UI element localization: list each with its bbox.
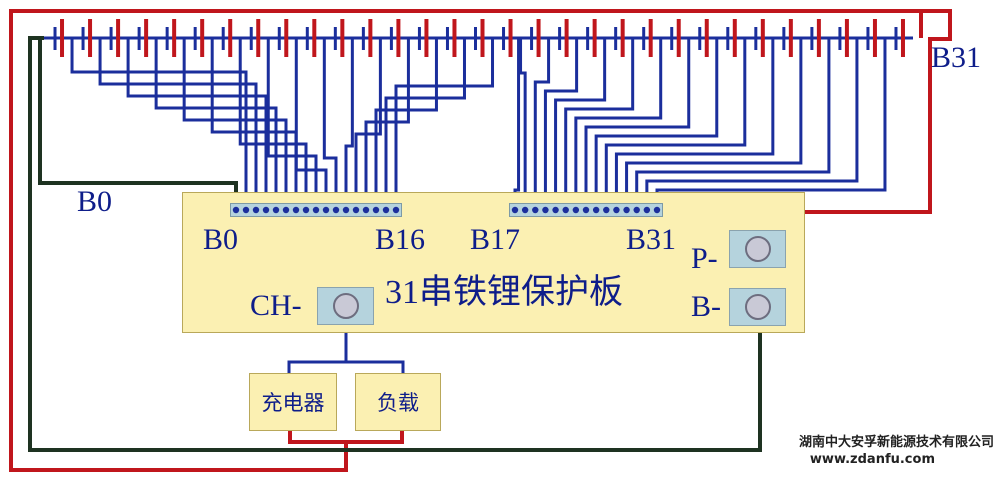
- battery-cells: [53, 19, 905, 57]
- b-minus-terminal-icon: [744, 294, 771, 320]
- connector-pin: [603, 206, 610, 214]
- connector-pin: [342, 206, 350, 214]
- connector-pin: [352, 206, 360, 214]
- tap-wire: [394, 38, 495, 210]
- tap-wire: [154, 38, 278, 210]
- connector-pin: [653, 206, 661, 214]
- tap-wire: [554, 38, 607, 210]
- connector-pin: [613, 206, 620, 214]
- tap-wire: [614, 38, 775, 210]
- connector-pin: [302, 206, 310, 214]
- connector-pin: [312, 206, 320, 214]
- connector-pin: [521, 206, 529, 214]
- connector-pin: [282, 206, 290, 214]
- tap-wire: [625, 38, 803, 210]
- label-connector-b0: B0: [203, 223, 239, 256]
- tap-wire: [294, 38, 328, 210]
- positive-return-wire: [9, 9, 930, 472]
- label-ch-minus: CH-: [250, 289, 302, 322]
- charger-box: 充电器: [249, 373, 337, 431]
- tap-wire: [604, 38, 747, 210]
- connector-pin: [572, 206, 580, 214]
- tap-wire: [126, 38, 268, 210]
- tap-wire: [374, 38, 438, 210]
- label-connector-b17: B17: [470, 223, 521, 256]
- tap-wire: [354, 38, 382, 210]
- label-b31-top: B31: [931, 41, 982, 74]
- tap-wire: [519, 38, 527, 210]
- connector-pin: [542, 206, 549, 214]
- connector-pin: [272, 206, 280, 214]
- connector-pin: [382, 206, 390, 214]
- tap-wire: [266, 38, 318, 210]
- tap-wire: [238, 38, 308, 210]
- connector-pin: [372, 206, 380, 214]
- connector-pin: [562, 206, 569, 214]
- connector-pin: [592, 206, 600, 214]
- tap-wire: [182, 38, 288, 210]
- red-wires: [9, 9, 952, 472]
- b0-black-wire: [28, 36, 762, 452]
- connector-pin: [511, 206, 519, 214]
- tap-wire: [344, 38, 354, 210]
- company-website: www.zdanfu.com: [809, 452, 935, 467]
- connector-pin: [633, 206, 640, 214]
- device-negative-wire: [287, 360, 405, 373]
- board-title: 31串铁锂保护板: [385, 274, 623, 311]
- connector-pin: [532, 206, 539, 214]
- label-b-minus: B-: [691, 290, 721, 323]
- tap-wire: [574, 38, 663, 210]
- b-minus-port: [729, 288, 786, 326]
- connector-pin: [392, 206, 400, 214]
- connector-pin: [623, 206, 630, 214]
- connector-pin: [252, 206, 260, 214]
- tap-wire: [564, 38, 635, 210]
- connector-pin: [552, 206, 559, 214]
- tap-wire: [384, 38, 466, 210]
- connector-pin: [232, 206, 240, 214]
- tap-wire: [98, 38, 258, 210]
- tap-wire: [635, 38, 831, 210]
- tap-wire: [584, 38, 691, 210]
- label-b0-wire: B0: [77, 185, 113, 218]
- connector-pin: [242, 206, 250, 214]
- tap-wire: [70, 38, 248, 210]
- company-name: 湖南中大安孚新能源技术有限公司: [798, 435, 994, 450]
- tap-wire: [543, 38, 579, 210]
- label-p-minus: P-: [691, 242, 718, 275]
- connector-pin: [582, 206, 590, 214]
- connector-pin: [643, 206, 651, 214]
- tap-wire: [322, 38, 338, 210]
- ch-minus-terminal-icon: [332, 293, 359, 319]
- load-box: 负载: [355, 373, 441, 431]
- connector-pin: [362, 206, 370, 214]
- label-connector-b16: B16: [375, 223, 426, 256]
- tap-wire: [594, 38, 719, 210]
- p-minus-terminal-icon: [744, 236, 771, 262]
- connector-pin: [322, 206, 330, 214]
- p-minus-port: [729, 230, 786, 268]
- ch-minus-port: [317, 287, 374, 325]
- connector-pin: [292, 206, 300, 214]
- connector-pin: [262, 206, 270, 214]
- connector-pin: [332, 206, 340, 214]
- tap-wire: [533, 38, 551, 210]
- label-connector-b31: B31: [626, 223, 677, 256]
